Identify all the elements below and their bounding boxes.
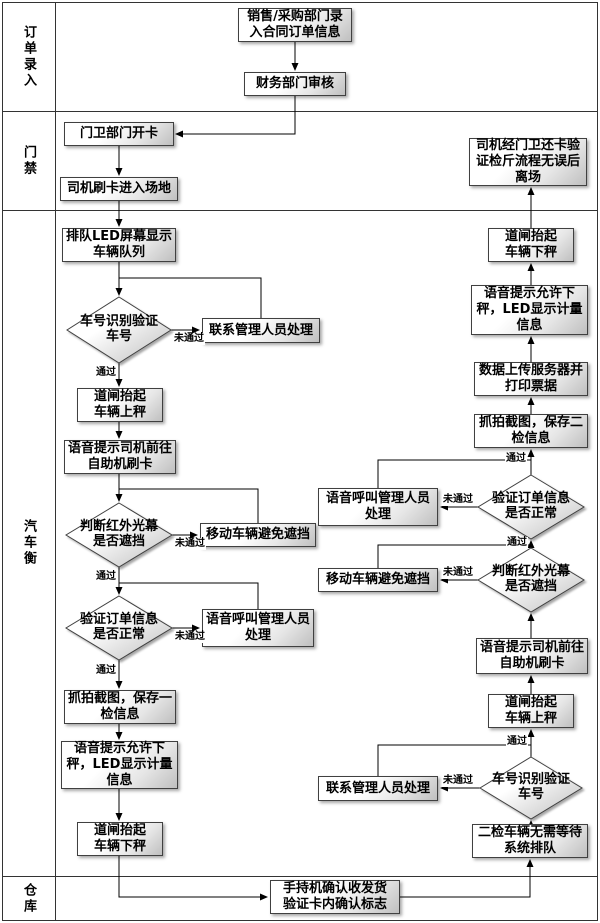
node-voice-allow-1: 语音提示允许下 秤，LED显示计量 信息 (61, 741, 178, 789)
decision-ir-curtain-1-shape (65, 502, 173, 568)
node-queue-led: 排队LED屏幕显示 车辆队列 (62, 228, 176, 262)
edge-label-pass: 通过 (95, 571, 117, 583)
node-barrier-down-1: 道闸抬起 车辆下秤 (77, 822, 163, 856)
decision-verify-order-1-shape (65, 595, 173, 661)
node-second-inspection: 二检车辆无需等待 系统排队 (472, 824, 588, 858)
node-voice-swipe-1: 语音提示司机前往 自助机刷卡 (64, 440, 176, 474)
edge-label-pass: 通过 (506, 736, 528, 748)
edge-label-pass: 通过 (505, 453, 527, 465)
node-voice-swipe-2: 语音提示司机前往 自助机刷卡 (476, 638, 588, 674)
lane-truck-scale: 汽车衡 (2, 210, 55, 876)
node-barrier-down-2: 道闸抬起 车辆下秤 (488, 228, 574, 262)
lane-order-entry-label: 订单录入 (21, 24, 36, 89)
node-barrier-up-1: 道闸抬起 车辆上秤 (77, 388, 163, 422)
node-finance-review: 财务部门审核 (244, 72, 346, 96)
node-move-vehicle-1: 移动车辆避免遮挡 (200, 523, 316, 547)
decision-verify-order-2-shape (477, 474, 585, 540)
node-driver-enter: 司机刷卡进入场地 (60, 177, 178, 201)
node-upload-print: 数据上传服务器并 打印票据 (474, 362, 588, 396)
edge-label-pass: 通过 (95, 367, 117, 379)
flow-arrows (115, 42, 535, 901)
node-capture-second: 抓拍截图，保存二 检信息 (474, 414, 588, 448)
node-contact-admin-1: 联系管理人员处理 (202, 318, 320, 343)
edge-label-pass: 通过 (506, 537, 528, 549)
edge-label-pass: 通过 (95, 665, 117, 677)
node-capture-first: 抓拍截图，保存一 检信息 (64, 690, 176, 724)
decision-shapes (65, 296, 585, 820)
edge-label-fail: 未通过 (174, 631, 206, 643)
decision-verify-plate-1-shape (66, 296, 172, 364)
edge-label-fail: 未通过 (442, 775, 474, 787)
lane-order-entry: 订单录入 (2, 2, 55, 111)
edge-label-fail: 未通过 (442, 494, 474, 506)
lane-warehouse: 仓库 (2, 876, 55, 921)
node-voice-allow-2: 语音提示允许下 秤，LED显示计量 信息 (471, 285, 588, 335)
decision-verify-plate-2-shape (479, 756, 583, 820)
node-move-vehicle-2: 移动车辆避免遮挡 (318, 568, 438, 592)
node-warehouse-confirm: 手持机确认收发货 验证卡内确认标志 (270, 880, 400, 914)
edge-label-fail: 未通过 (442, 567, 474, 579)
lane-access-control: 门禁 (2, 111, 55, 210)
lane-warehouse-label: 仓库 (21, 882, 36, 915)
node-voice-call-1: 语音呼叫管理人员 处理 (202, 609, 314, 647)
node-contact-admin-2: 联系管理人员处理 (318, 776, 438, 801)
node-driver-exit: 司机经门卫还卡验 证检斤流程无误后 离场 (469, 138, 587, 186)
edge-label-fail: 未通过 (174, 538, 206, 550)
lane-truck-scale-label: 汽车衡 (21, 519, 36, 567)
node-guard-issue-card: 门卫部门开卡 (64, 122, 174, 146)
lane-access-control-label: 门禁 (21, 144, 36, 177)
edge-label-fail: 未通过 (173, 333, 205, 345)
node-barrier-up-2: 道闸抬起 车辆上秤 (488, 694, 574, 728)
node-order-entry: 销售/采购部门录 入合同订单信息 (238, 8, 352, 42)
node-voice-call-2: 语音呼叫管理人员 处理 (318, 488, 438, 526)
decision-ir-curtain-2-shape (477, 547, 585, 613)
